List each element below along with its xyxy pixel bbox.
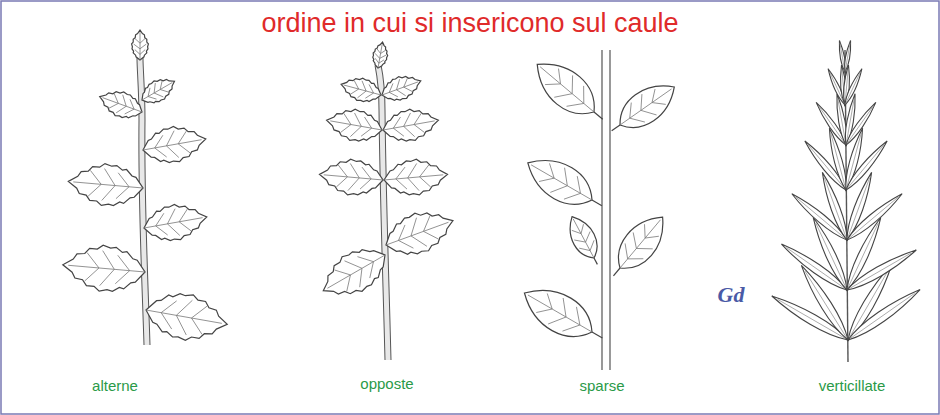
opposite-leaves-plant-part [338,73,384,106]
opposite-leaves-plant-part [324,105,385,146]
opposite-leaves-plant-part [371,41,390,69]
whorled-leaves-plant [769,40,923,362]
alternate-leaves-plant [61,30,231,347]
opposite-leaves-plant-part [382,157,449,198]
whorled-leaves-plant-part [843,138,890,192]
arrangement-label: sparse [579,377,624,394]
whorled-leaves-plant-part [845,246,919,294]
opposite-leaves-plant [313,41,459,360]
opposite-leaves-plant-part [379,202,460,264]
scattered-leaves-plant-part [519,148,611,222]
alternate-leaves-plant-part [132,30,149,60]
scattered-leaves-plant-part [515,277,612,354]
opposite-leaves-plant-part [378,65,388,360]
opposite-leaves-plant-part [380,105,441,146]
opposite-leaves-plant-part [378,70,425,106]
alternate-leaves-plant-part [140,121,209,167]
scattered-leaves-plant-part [602,74,683,144]
alternate-leaves-plant-part [137,72,180,109]
scattered-leaves-plant-part [526,51,614,133]
whorled-leaves-plant-part [845,285,923,344]
whorled-leaves-plant-part [843,68,864,106]
opposite-leaves-plant-part [378,65,388,360]
alternate-leaves-plant-part [95,85,146,124]
scattered-leaves-plant-part [562,211,607,269]
whorled-leaves-plant-part [843,40,852,72]
scattered-leaves-plant-part [601,207,675,286]
whorled-leaves-plant-part [843,101,878,147]
title: ordine in cui si insericono sul caule [261,8,678,39]
alternate-leaves-plant-part [141,199,210,245]
opposite-leaves-plant-part [313,238,395,308]
whorled-leaves-plant-part [844,190,905,243]
scattered-leaves-plant-part [602,50,610,370]
alternate-leaves-plant-part [142,287,231,347]
arrangement-label: verticillate [819,377,886,394]
signature: Gd [718,282,745,307]
alternate-leaves-plant-part [66,161,144,209]
opposite-leaves-plant-part [318,157,385,198]
alternate-leaves-plant-part [61,242,147,295]
arrangement-label: opposte [360,375,413,392]
scattered-leaves-plant [515,50,683,370]
arrangement-label: alterne [92,377,138,394]
